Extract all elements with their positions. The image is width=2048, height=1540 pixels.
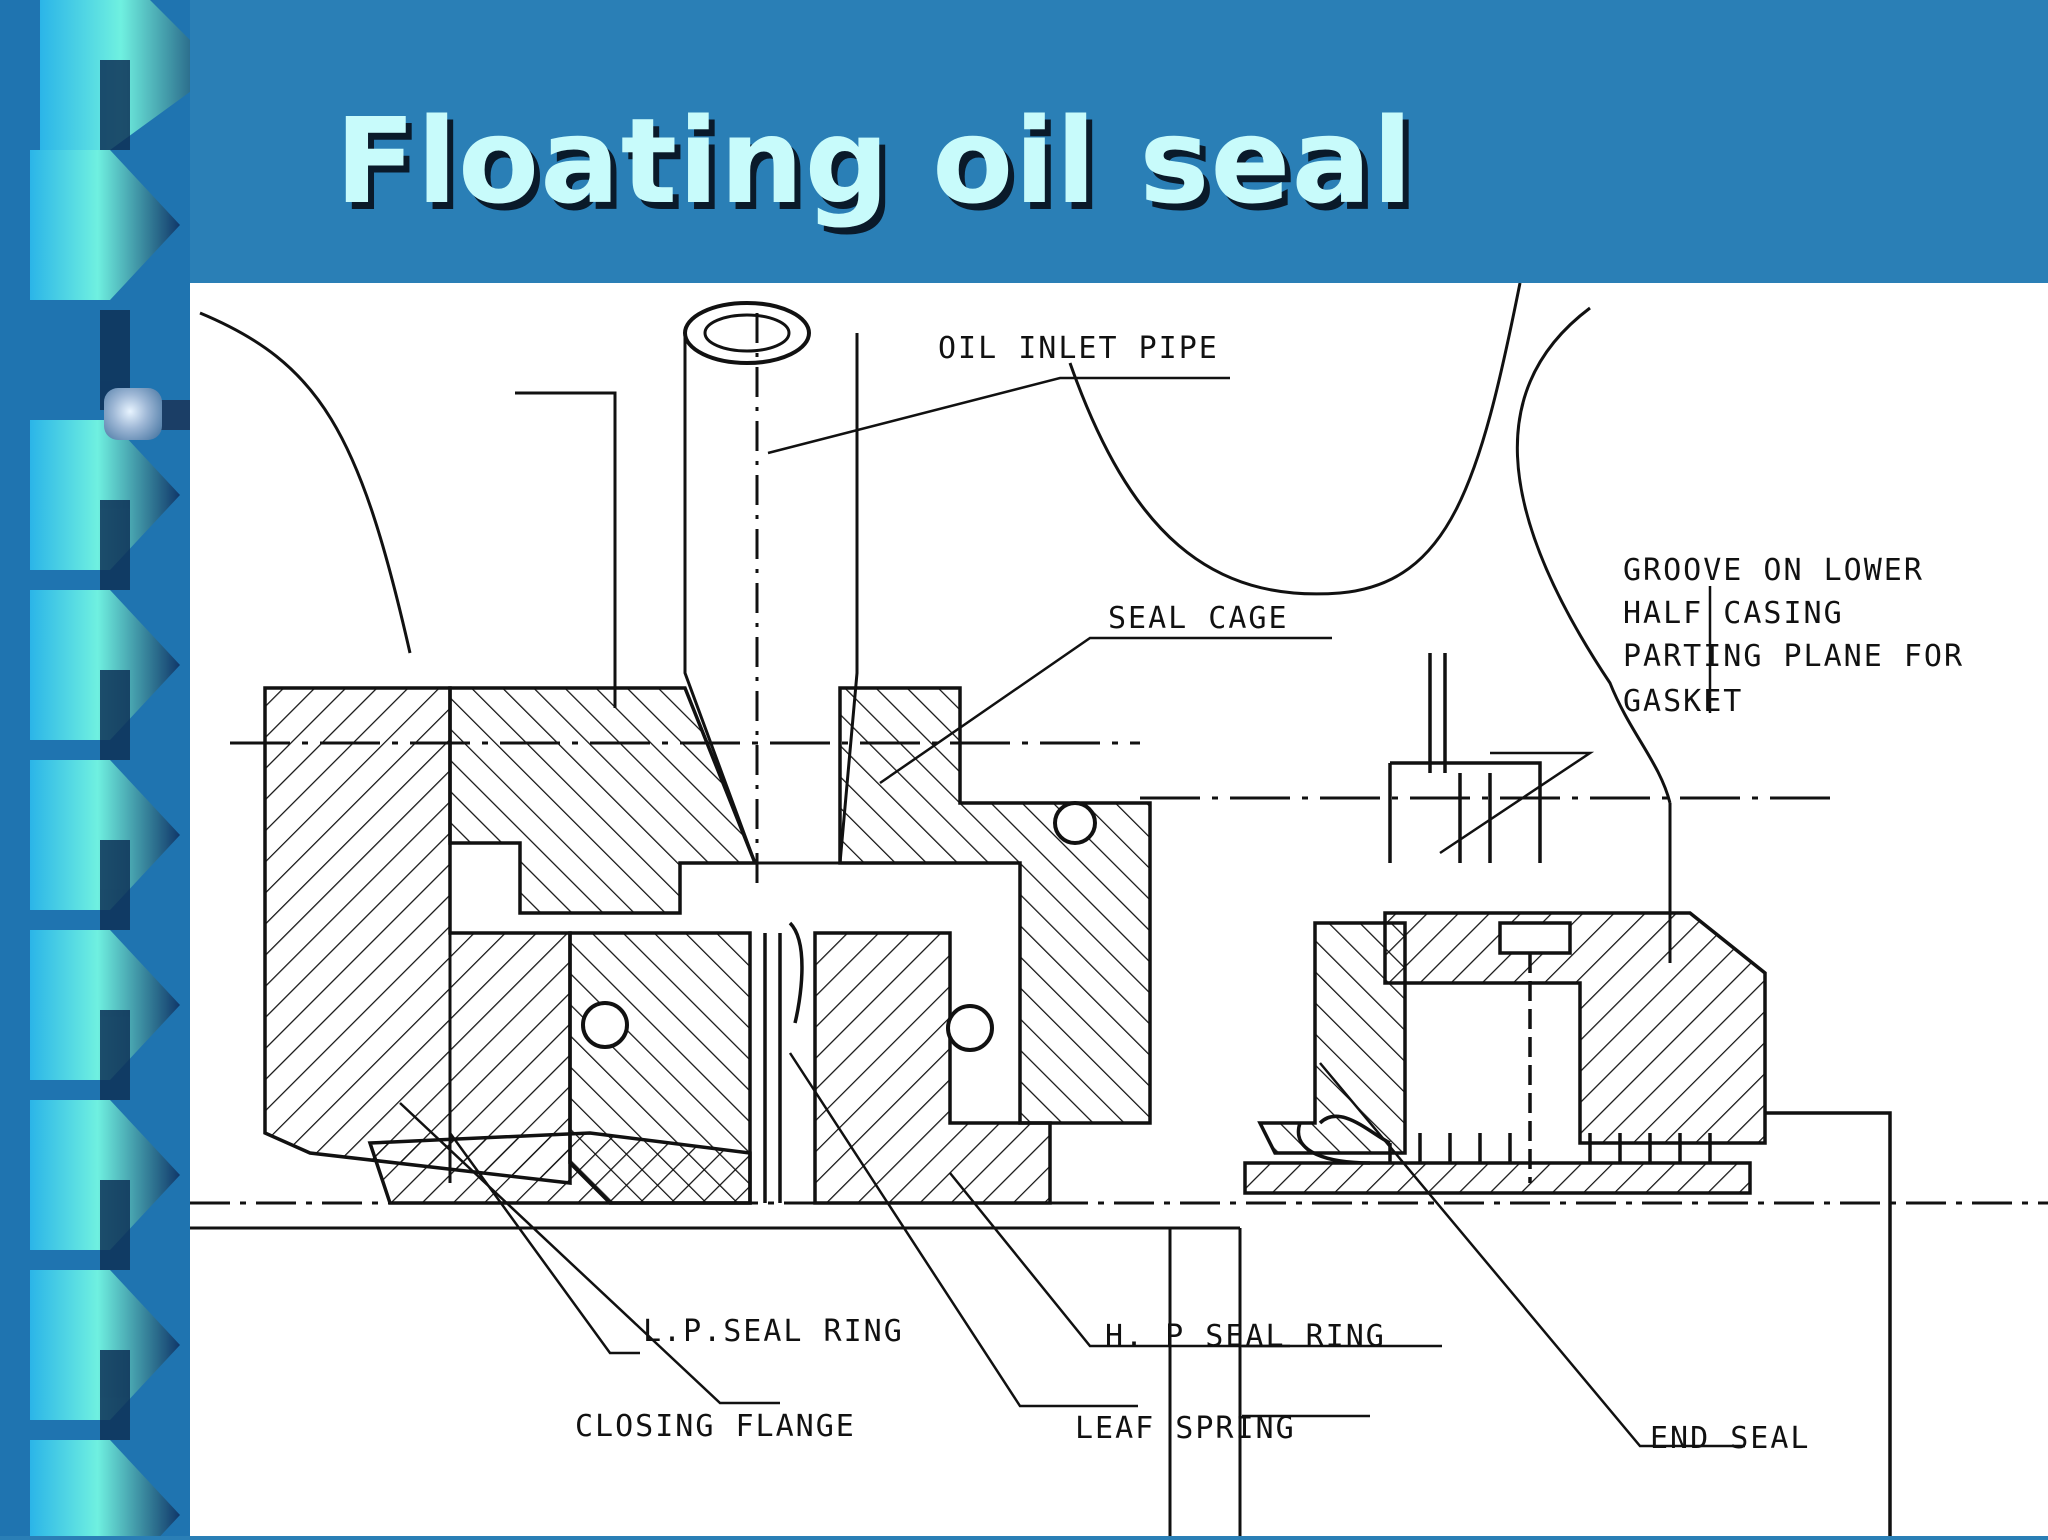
slide-title: Floating oil seal <box>335 92 1414 230</box>
label-closing-flange: CLOSING FLANGE <box>575 1409 856 1444</box>
o-ring-top <box>1053 801 1097 845</box>
label-seal-cage: SEAL CAGE <box>1108 601 1289 636</box>
label-hp-seal-ring: H. P SEAL RING <box>1105 1319 1386 1354</box>
label-end-seal: END SEAL <box>1650 1421 1811 1456</box>
hp-seal-ring-body <box>813 931 1052 1205</box>
zigzag-decor-icon <box>30 0 220 1540</box>
label-groove-line3: PARTING PLANE FOR <box>1623 639 1964 674</box>
label-groove-line2: HALF CASING <box>1623 596 1844 631</box>
o-ring-right <box>946 1004 994 1052</box>
seal-cross-section-diagram: OIL INLET PIPE SEAL CAGE GROOVE ON LOWER… <box>190 283 2048 1536</box>
diagram-panel: OIL INLET PIPE SEAL CAGE GROOVE ON LOWER… <box>190 283 2048 1536</box>
label-oil-inlet-pipe: OIL INLET PIPE <box>938 331 1219 366</box>
label-leaf-spring: LEAF SPRING <box>1075 1411 1296 1446</box>
leaf-spring-body <box>763 921 804 1203</box>
casing-curve-top <box>1068 283 1522 596</box>
casing-curve-right <box>1515 306 1672 804</box>
oil-inlet-pipe <box>683 301 859 883</box>
labyrinth-teeth-icon <box>1388 1133 1712 1163</box>
bullet-icon <box>104 388 162 440</box>
label-lp-seal-ring: L.P.SEAL RING <box>643 1314 904 1349</box>
label-groove-line1: GROOVE ON LOWER <box>1623 553 1924 588</box>
casing-curve-left <box>199 311 412 654</box>
seal-cage-body <box>448 686 758 915</box>
left-decor-band <box>0 0 220 1540</box>
label-groove-line4: GASKET <box>1623 684 1743 719</box>
o-ring-left <box>581 1001 629 1049</box>
